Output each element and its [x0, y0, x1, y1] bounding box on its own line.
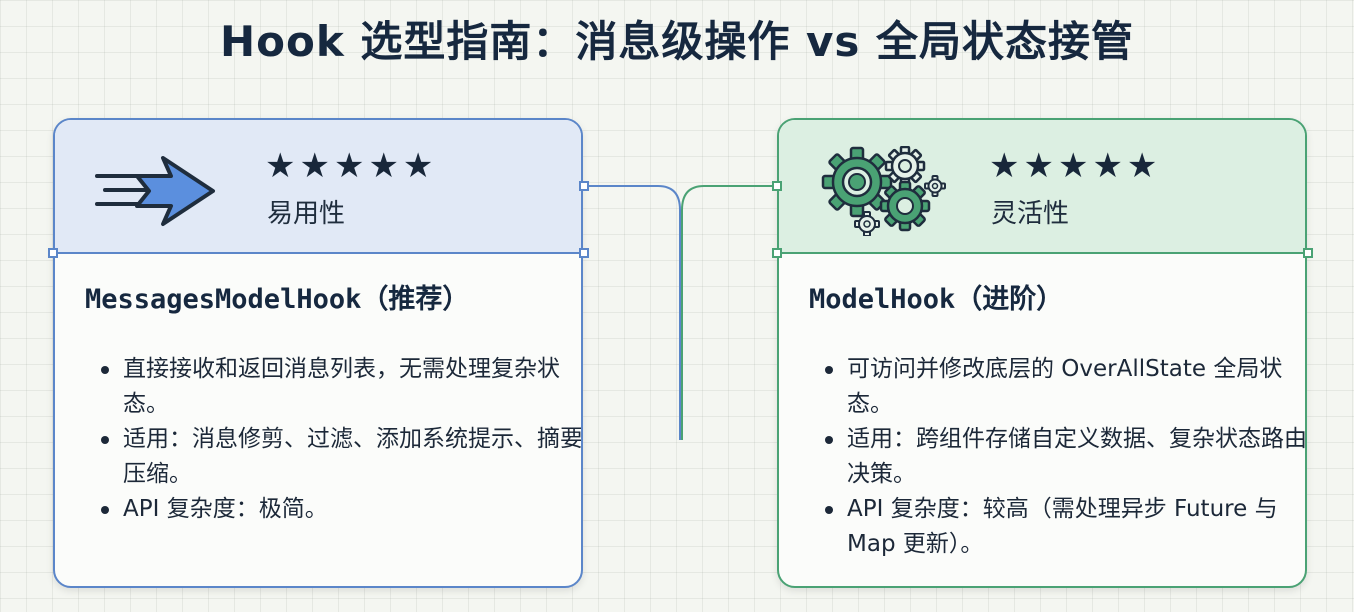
gears-icon: [821, 146, 946, 236]
resize-handle[interactable]: [1303, 248, 1313, 258]
model-hook-card: ★★★★★ 灵活性 ModelHook（进阶） 可访问并修改底层的 OverAl…: [777, 118, 1307, 588]
resize-handle[interactable]: [579, 181, 589, 191]
card-header: ★★★★★ 易用性: [55, 120, 581, 254]
messages-model-hook-card: ★★★★★ 易用性 MessagesModelHook（推荐） 直接接收和返回消…: [53, 118, 583, 588]
connector-line-blue: [585, 185, 681, 440]
arrow-motion-icon: [95, 156, 215, 226]
feature-list: 直接接收和返回消息列表，无需处理复杂状态。 适用：消息修剪、过滤、添加系统提示、…: [101, 352, 581, 527]
resize-handle[interactable]: [48, 248, 58, 258]
list-item: 直接接收和返回消息列表，无需处理复杂状态。: [101, 352, 581, 422]
page-title: Hook 选型指南：消息级操作 vs 全局状态接管: [219, 17, 1135, 66]
ease-of-use-rating: ★★★★★: [265, 146, 438, 186]
connector-line-green: [681, 185, 777, 440]
list-item: API 复杂度：较高（需处理异步 Future 与 Map 更新）。: [825, 492, 1305, 562]
resize-handle[interactable]: [772, 181, 782, 191]
flexibility-rating: ★★★★★: [989, 146, 1162, 186]
resize-handle[interactable]: [579, 248, 589, 258]
ease-of-use-label: 易用性: [267, 199, 346, 229]
list-item: API 复杂度：极简。: [101, 492, 581, 527]
list-item: 可访问并修改底层的 OverAllState 全局状态。: [825, 352, 1305, 422]
card-header: ★★★★★ 灵活性: [779, 120, 1305, 254]
card-title: MessagesModelHook（推荐）: [85, 284, 470, 315]
card-title: ModelHook（进阶）: [809, 284, 1064, 315]
list-item: 适用：消息修剪、过滤、添加系统提示、摘要压缩。: [101, 422, 581, 492]
feature-list: 可访问并修改底层的 OverAllState 全局状态。 适用：跨组件存储自定义…: [825, 352, 1305, 562]
list-item: 适用：跨组件存储自定义数据、复杂状态路由决策。: [825, 422, 1305, 492]
resize-handle[interactable]: [772, 248, 782, 258]
flexibility-label: 灵活性: [991, 199, 1070, 229]
